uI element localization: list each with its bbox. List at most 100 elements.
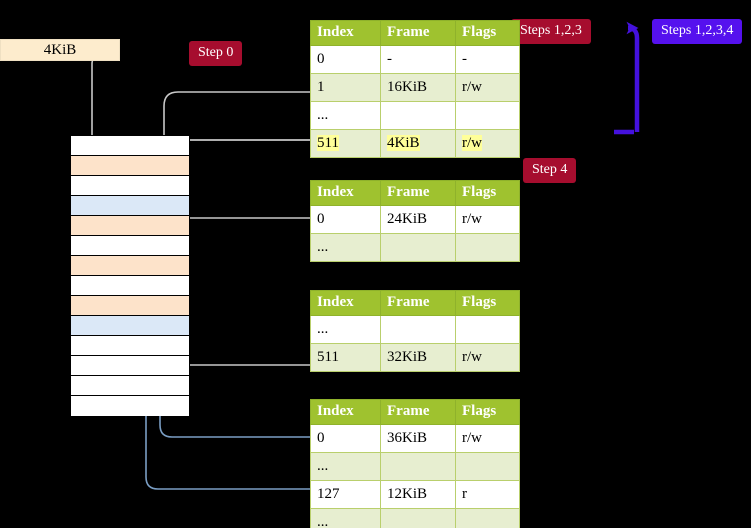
- badge-steps-123: Steps 1,2,3: [511, 19, 591, 44]
- memory-frame-row: [71, 256, 189, 276]
- table-cell: ...: [310, 101, 381, 130]
- table-cell: 511: [310, 129, 381, 158]
- badge-step-4: Step 4: [523, 158, 577, 183]
- memory-size-box: 4KiB: [0, 39, 120, 61]
- connector-steps-1234-arrow: [626, 21, 640, 132]
- table-cell: 0: [310, 205, 381, 234]
- column-header-flags: Flags: [455, 399, 520, 425]
- connector-pdp-0: [175, 217, 312, 268]
- table-cell: ...: [310, 315, 381, 344]
- highlighted-value: r/w: [462, 134, 482, 151]
- memory-frame-row: [71, 156, 189, 176]
- table-row: ...: [310, 452, 520, 481]
- memory-frame-row: [71, 236, 189, 256]
- column-header-frame: Frame: [380, 180, 456, 206]
- column-header-flags: Flags: [455, 180, 520, 206]
- table-row: 0--: [310, 45, 520, 74]
- table-cell: 16KiB: [380, 73, 456, 102]
- column-header-index: Index: [310, 399, 381, 425]
- connector-step0-4kib: [91, 49, 121, 152]
- table-cell: [380, 315, 456, 344]
- table-cell: 1: [310, 73, 381, 102]
- memory-frame-row: [71, 376, 189, 396]
- table-cell: 24KiB: [380, 205, 456, 234]
- memory-size-label: 4KiB: [43, 41, 77, 58]
- column-header-flags: Flags: [455, 290, 520, 316]
- column-header-index: Index: [310, 180, 381, 206]
- table-cell: r/w: [455, 73, 520, 102]
- table-cell: [380, 233, 456, 262]
- table-cell: 127: [310, 480, 381, 509]
- table-cell: [455, 315, 520, 344]
- table-cell: 36KiB: [380, 424, 456, 453]
- highlighted-value: 4KiB: [387, 134, 420, 151]
- grid-tick: [56, 136, 70, 138]
- grid-tick: [56, 256, 70, 258]
- table-cell: ...: [310, 452, 381, 481]
- table-cell: 4KiB: [380, 129, 456, 158]
- memory-frame-row: [71, 296, 189, 316]
- table-cell: r/w: [455, 424, 520, 453]
- column-header-flags: Flags: [455, 20, 520, 46]
- table-cell: [380, 101, 456, 130]
- column-header-frame: Frame: [380, 20, 456, 46]
- table-cell: [380, 452, 456, 481]
- table-cell: 32KiB: [380, 343, 456, 372]
- table-cell: ...: [310, 508, 381, 528]
- table-cell: [455, 508, 520, 528]
- memory-frame-row: [71, 336, 189, 356]
- memory-frame-row: [71, 276, 189, 296]
- table-row: ...: [310, 233, 520, 262]
- table-cell: [455, 101, 520, 130]
- table-cell: 12KiB: [380, 480, 456, 509]
- column-header-index: Index: [310, 20, 381, 46]
- table-cell: 511: [310, 343, 381, 372]
- memory-frame-row: [71, 196, 189, 216]
- memory-frame-row: [71, 216, 189, 236]
- grid-tick: [56, 296, 70, 298]
- table-cell: r: [455, 480, 520, 509]
- table-cell: r/w: [455, 343, 520, 372]
- grid-tick: [56, 176, 70, 178]
- badge-steps-1234: Steps 1,2,3,4: [652, 19, 743, 44]
- table-cell: r/w: [455, 205, 520, 234]
- highlighted-value: 511: [317, 134, 339, 151]
- badge-step-0: Step 0: [189, 41, 243, 66]
- grid-tick: [56, 216, 70, 218]
- table-cell: ...: [310, 233, 381, 262]
- grid-tick: [56, 156, 70, 158]
- column-header-index: Index: [310, 290, 381, 316]
- memory-frame-row: [71, 316, 189, 336]
- column-header-frame: Frame: [380, 290, 456, 316]
- table-cell: -: [380, 45, 456, 74]
- table-row: 511 4KiB r/w: [310, 129, 520, 158]
- memory-frame-row: [71, 396, 189, 416]
- table-cell: r/w: [455, 129, 520, 158]
- table-cell: 0: [310, 424, 381, 453]
- table-row: ...: [310, 508, 520, 528]
- memory-frame-row: [71, 136, 189, 156]
- table-cell: [380, 508, 456, 528]
- table-row: ...: [310, 315, 520, 344]
- table-cell: 0: [310, 45, 381, 74]
- table-cell: [455, 233, 520, 262]
- physical-memory-grid: [70, 135, 190, 416]
- table-cell: [455, 452, 520, 481]
- column-header-frame: Frame: [380, 399, 456, 425]
- memory-frame-row: [71, 356, 189, 376]
- connector-pd-511: [175, 312, 312, 366]
